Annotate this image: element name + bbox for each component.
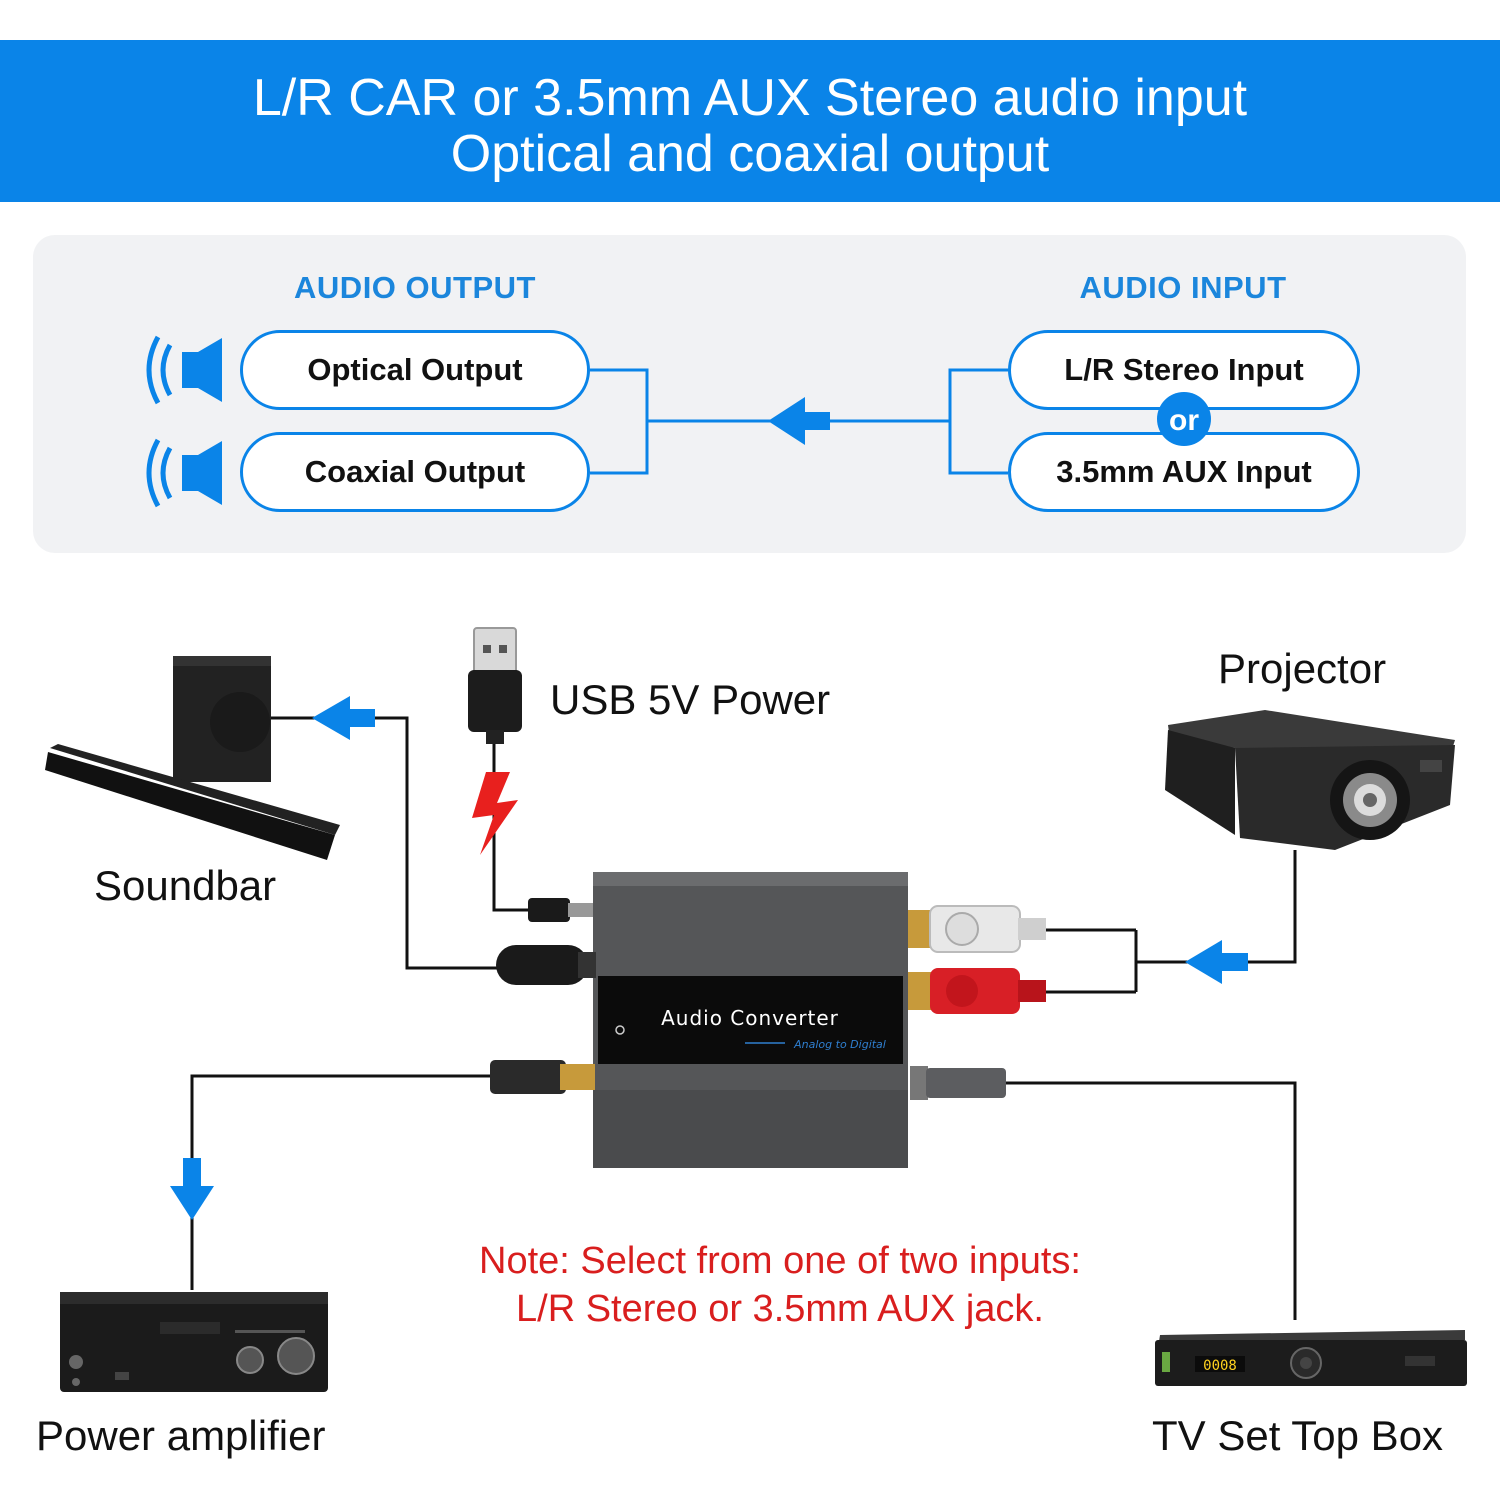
power-lightning-icon (472, 772, 518, 855)
header-banner: L/R CAR or 3.5mm AUX Stereo audio input … (0, 40, 1500, 202)
white-rca-plug-icon (908, 905, 1046, 953)
coaxial-output-pill: Coaxial Output (240, 432, 590, 512)
set-top-box-label: TV Set Top Box (1152, 1412, 1444, 1459)
projector-label: Projector (1218, 645, 1387, 692)
arrow-to-amplifier-icon (170, 1158, 214, 1220)
speaker-icon (146, 438, 222, 508)
audio-input-heading: AUDIO INPUT (1079, 270, 1287, 305)
usb-power-label: USB 5V Power (550, 676, 831, 723)
coaxial-plug-icon (490, 1060, 595, 1094)
optical-plug-icon (496, 945, 596, 985)
projector-image (1165, 710, 1455, 850)
aux-plug-icon (910, 1066, 1006, 1100)
arrow-from-projector-icon (1185, 940, 1248, 984)
or-badge (1157, 392, 1211, 446)
power-amplifier-image (60, 1292, 328, 1392)
note-line-1: Note: Select from one of two inputs: (479, 1240, 1081, 1282)
red-rca-plug-icon (908, 968, 1046, 1014)
banner-line-2: Optical and coaxial output (450, 125, 1050, 183)
or-text: or (1169, 404, 1199, 437)
usb-plug-icon (468, 627, 522, 744)
svg-text:0008: 0008 (1203, 1358, 1237, 1374)
arrow-to-soundbar-icon (312, 696, 375, 740)
converter-title: Audio Converter (661, 1006, 839, 1030)
set-top-box-image: 0008 (1155, 1330, 1467, 1386)
power-amplifier-label: Power amplifier (36, 1412, 326, 1459)
panel-flow-arrow (768, 397, 830, 445)
soundbar-label: Soundbar (94, 862, 277, 909)
audio-converter-device (593, 872, 908, 1168)
usb-c-plug-icon (528, 898, 593, 922)
audio-output-heading: AUDIO OUTPUT (294, 270, 536, 305)
soundbar-image (45, 656, 340, 860)
optical-output-pill: Optical Output (240, 330, 590, 410)
converter-subtitle: Analog to Digital (793, 1038, 886, 1051)
note-line-2: L/R Stereo or 3.5mm AUX jack. (516, 1288, 1044, 1330)
banner-line-1: L/R CAR or 3.5mm AUX Stereo audio input (252, 69, 1248, 127)
speaker-icon (146, 335, 222, 405)
